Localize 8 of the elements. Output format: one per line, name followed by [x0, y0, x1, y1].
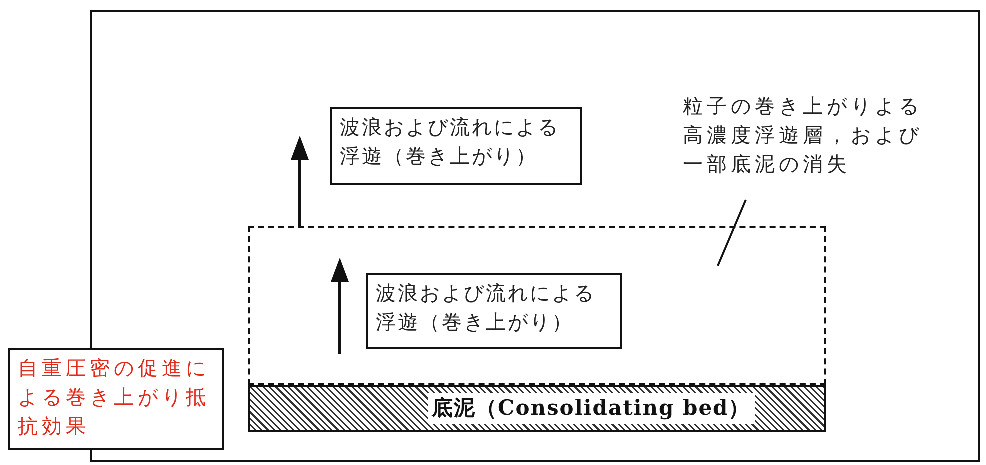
leader-line [717, 200, 747, 266]
annotation-text: 粒子の巻き上がりよる高濃度浮遊層，および一部底泥の消失 [683, 93, 924, 178]
label-box: 波浪および流れによる浮遊（巻き上がり） [366, 273, 622, 349]
sediment-bed [248, 385, 826, 432]
suspension-layer [248, 226, 826, 385]
label-box: 波浪および流れによる浮遊（巻き上がり） [330, 107, 582, 185]
label-box: 自重圧密の促進による巻き上がり抵抗効果 [8, 348, 224, 450]
bed-label: 底泥（Consolidating bed） [428, 393, 755, 424]
